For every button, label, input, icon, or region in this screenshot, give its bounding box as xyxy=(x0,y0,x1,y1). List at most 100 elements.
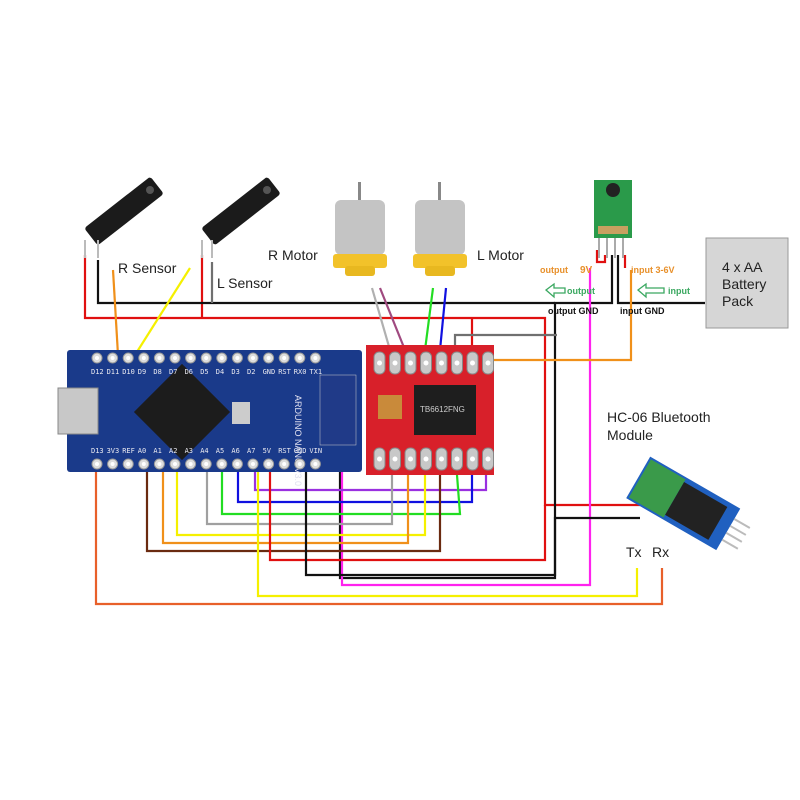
pin-hole xyxy=(110,462,115,466)
wire-purple-rmotor xyxy=(378,287,407,351)
pin-hole xyxy=(126,462,131,466)
pin-hole xyxy=(423,456,429,462)
nano-top-pin-label: D8 xyxy=(153,368,161,376)
nano-bottom-pin-label: A6 xyxy=(231,447,239,455)
usb-port xyxy=(57,387,99,435)
pin-hole xyxy=(313,356,318,360)
pin-hole xyxy=(173,356,177,360)
l-sensor-label: L Sensor xyxy=(217,275,273,291)
capacitor xyxy=(378,395,402,419)
pin-hole xyxy=(470,360,475,366)
pin-hole xyxy=(392,360,398,366)
nano-bottom-pin-label: RST xyxy=(278,447,291,455)
pin-hole xyxy=(297,462,302,466)
pin-hole xyxy=(313,462,318,466)
nano-top-pin-label: RST xyxy=(278,368,291,376)
boost-output-label: output xyxy=(540,265,568,275)
nano-top-pin-label: D4 xyxy=(216,368,224,376)
boost-input-label: input 3-6V xyxy=(631,265,675,275)
pin-hole xyxy=(377,360,382,366)
nano-top-pin-label: RX0 xyxy=(294,368,307,376)
pin-hole xyxy=(454,360,460,366)
wire-red-vcc-rail xyxy=(83,255,640,507)
wire-green-lmotor xyxy=(423,287,435,351)
pin-hole xyxy=(141,356,146,360)
left-arrow-icon xyxy=(636,282,665,299)
pin-hole xyxy=(204,356,209,360)
wire-black-input-gnd xyxy=(616,255,705,305)
wire-black-gnd xyxy=(304,462,640,577)
battery-label-3: Pack xyxy=(722,293,754,309)
r-sensor-label: R Sensor xyxy=(118,260,177,276)
pin-hole xyxy=(126,356,131,360)
nano-top-pin-label: D5 xyxy=(200,368,208,376)
pin-hole xyxy=(95,356,99,360)
nano-top-pin-label: D3 xyxy=(231,368,239,376)
pin-hole xyxy=(110,356,115,360)
pin-hole xyxy=(282,462,287,466)
r-motor xyxy=(333,182,387,276)
left-arrow-icon xyxy=(544,282,566,299)
driver-chip xyxy=(414,385,476,435)
wire-yellow-lsensor xyxy=(134,267,191,356)
pin-hole xyxy=(377,456,382,462)
nano-bottom-pin-label: A5 xyxy=(216,447,224,455)
hc06-bluetooth-module xyxy=(626,456,751,551)
pin-hole xyxy=(235,462,240,466)
pin-hole xyxy=(157,356,162,360)
nano-top-pin-label: D12 xyxy=(91,368,104,376)
pin-hole xyxy=(423,360,429,366)
nano-top-pin-label: GND xyxy=(263,368,276,376)
input-arrow-label: input xyxy=(668,286,690,296)
pin-hole xyxy=(485,360,491,366)
bluetooth-label-1: HC-06 Bluetooth xyxy=(607,409,711,425)
wire-yellow-d2-rx xyxy=(256,462,639,598)
bluetooth-label-2: Module xyxy=(607,427,653,443)
pin-hole xyxy=(219,356,224,360)
nano-top-pin-label: D2 xyxy=(247,368,255,376)
nano-bottom-pin-label: 3V3 xyxy=(107,447,120,455)
r-motor-label: R Motor xyxy=(268,247,318,263)
wire-red-boost-out xyxy=(595,250,607,264)
nano-bottom-pin-label: A3 xyxy=(185,447,193,455)
pin-hole xyxy=(485,456,491,462)
nano-top-pin-label: TX1 xyxy=(309,368,322,376)
driver-chip-label: TB6612FNG xyxy=(420,405,465,414)
nano-bottom-pin-label: A0 xyxy=(138,447,146,455)
pin-hole xyxy=(251,356,255,360)
output-gnd-label: output GND xyxy=(548,306,599,316)
pin-hole xyxy=(266,356,271,360)
l-motor xyxy=(413,182,467,276)
wire-black-output-gnd xyxy=(338,255,614,580)
pin-hole xyxy=(408,360,413,366)
r-sensor-module xyxy=(84,177,163,258)
nano-bottom-pin-label: A2 xyxy=(169,447,177,455)
wire-orange-input xyxy=(486,270,633,362)
boost-output-voltage: 9V xyxy=(580,265,593,276)
nano-bottom-pin-label: A1 xyxy=(153,447,161,455)
l-motor-label: L Motor xyxy=(477,247,524,263)
pin-hole xyxy=(235,356,240,360)
pin-hole xyxy=(297,356,302,360)
battery-label-2: Battery xyxy=(722,276,766,292)
wire-gray-rmotor xyxy=(370,287,392,351)
nano-bottom-pin-label: D13 xyxy=(91,447,104,455)
nano-bottom-pin-label: GND xyxy=(294,447,307,455)
pin-hole xyxy=(188,462,193,466)
input-gnd-label: input GND xyxy=(620,306,665,316)
battery-pack: 4 x AA Battery Pack xyxy=(705,237,789,329)
nano-bottom-pin-label: A4 xyxy=(200,447,208,455)
nano-top-pin-label: D9 xyxy=(138,368,146,376)
pin-hole xyxy=(266,462,271,466)
motor-driver: TB6612FNG xyxy=(366,345,494,475)
pin-hole xyxy=(282,356,287,360)
nano-bottom-pin-label: VIN xyxy=(309,447,322,455)
reset-button[interactable] xyxy=(232,402,250,424)
wire-black-gnd-rail xyxy=(96,260,555,305)
pin-hole xyxy=(392,456,398,462)
nano-top-pin-label: D11 xyxy=(107,368,120,376)
wire-red-5v xyxy=(268,462,547,562)
nano-top-pin-label: D10 xyxy=(122,368,135,376)
pin-hole xyxy=(141,462,146,466)
